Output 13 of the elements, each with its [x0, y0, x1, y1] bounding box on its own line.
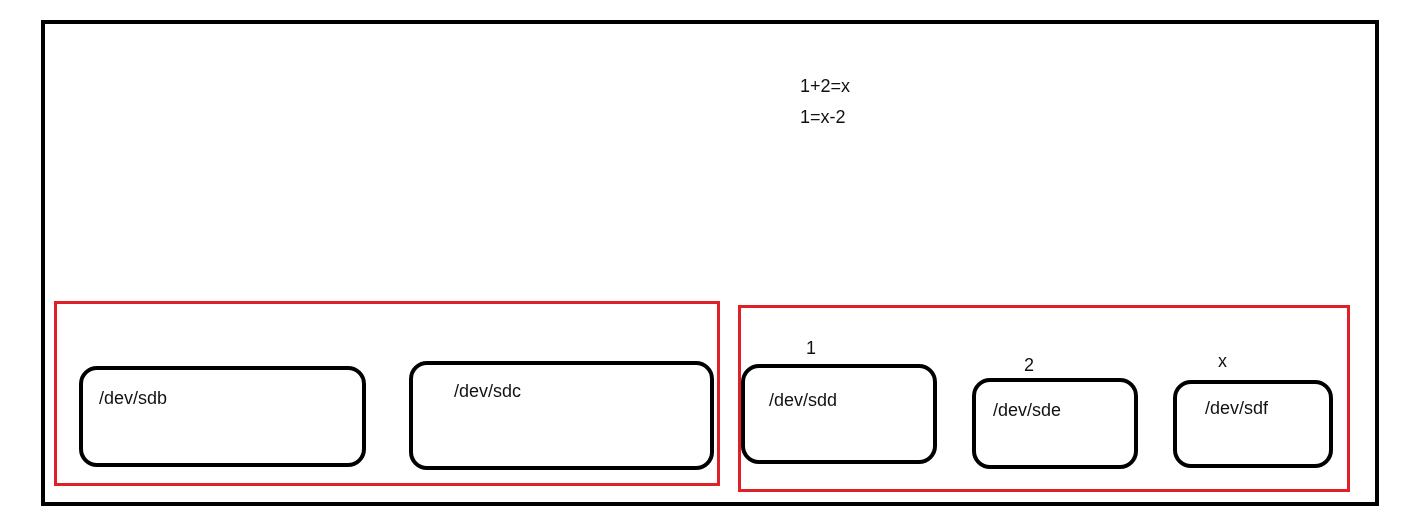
device-label: /dev/sde — [993, 400, 1062, 421]
device-label: /dev/sdf — [1205, 398, 1269, 419]
number-label: 1 — [806, 338, 816, 359]
device-label: /dev/sdb — [99, 388, 168, 409]
group-box — [738, 305, 1350, 492]
equation-text: 1+2=x — [800, 76, 851, 97]
device-label: /dev/sdd — [769, 390, 838, 411]
group-box — [54, 301, 720, 486]
device-label: /dev/sdc — [454, 381, 522, 402]
frame-box — [41, 20, 1379, 506]
equation-text: 1=x-2 — [800, 107, 846, 128]
number-label: x — [1218, 351, 1227, 372]
number-label: 2 — [1024, 355, 1034, 376]
